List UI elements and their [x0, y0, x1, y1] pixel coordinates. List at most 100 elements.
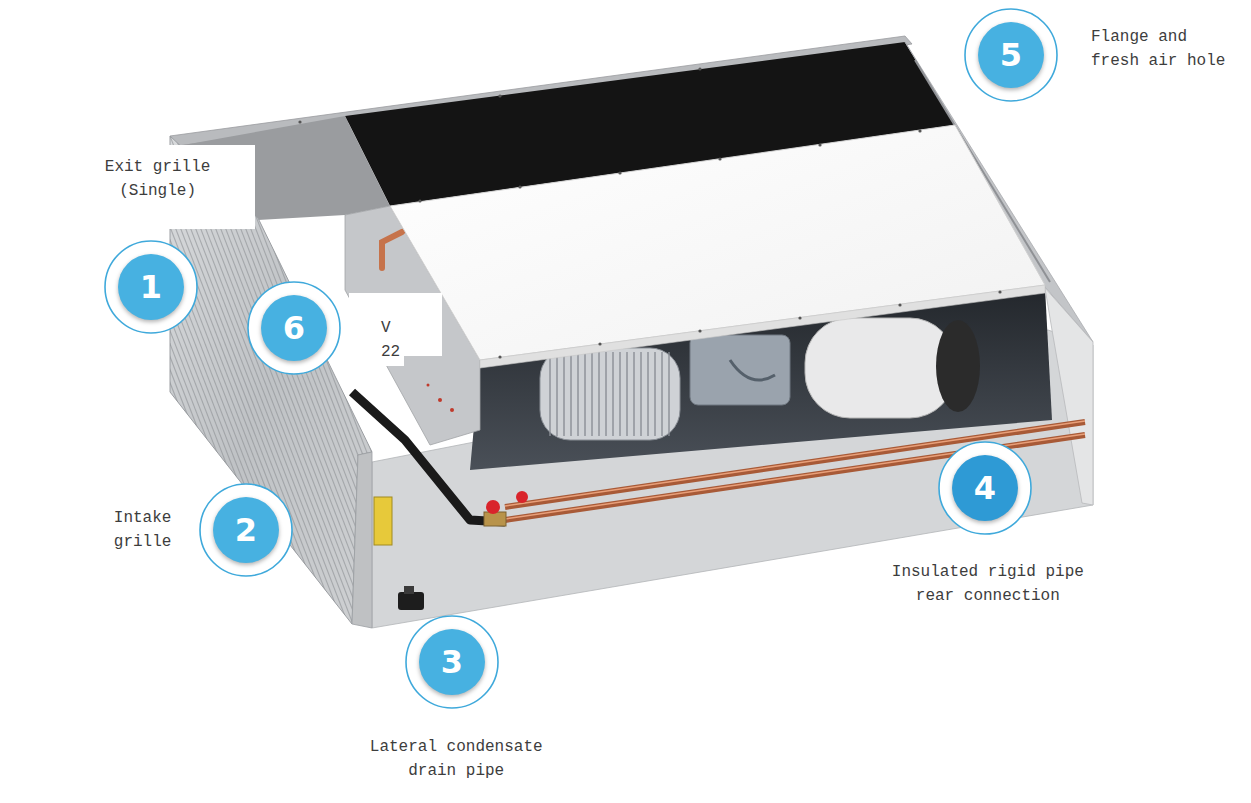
screw: [298, 120, 301, 123]
grille-louver: [0, 0, 531, 803]
grille-louver: [0, 0, 556, 803]
valve-handle: [516, 491, 528, 503]
screw: [698, 329, 701, 332]
grille-louver: [132, 0, 696, 803]
grille-louver: [0, 0, 476, 803]
grille-louver: [52, 0, 616, 803]
fan-blade: [598, 352, 599, 436]
part-label: Insulated rigid pipe rear connection: [887, 560, 1089, 608]
fan-blade: [633, 352, 634, 436]
valve-handle: [486, 500, 500, 514]
grille-louver: [0, 0, 401, 803]
screw: [418, 199, 421, 202]
drain-pipe: [398, 592, 424, 610]
grille-louver: [272, 0, 836, 803]
grille-louver: [137, 0, 701, 803]
grille-louver: [252, 0, 816, 803]
fan-blade: [549, 352, 550, 436]
grille-louver: [0, 0, 381, 803]
grille-louver: [97, 0, 661, 803]
grille-louver: [227, 0, 791, 803]
part-label: Flange and fresh air hole: [1091, 25, 1225, 73]
screw: [798, 316, 801, 319]
grille-louver: [0, 0, 351, 803]
grille-louver: [162, 0, 726, 803]
screw: [818, 143, 821, 146]
grille-louver: [0, 0, 526, 803]
grille-louver: [237, 0, 801, 803]
grille-louver: [0, 0, 371, 803]
grille-louver: [212, 0, 776, 803]
grille-louver: [72, 0, 636, 803]
grille-louver: [0, 0, 386, 803]
callout-number: 3: [404, 614, 500, 710]
grille-louver: [127, 0, 691, 803]
screw: [518, 185, 521, 188]
fan-blade: [556, 352, 557, 436]
coil-pipe: [382, 232, 402, 268]
screw: [998, 290, 1001, 293]
grille-louver: [217, 0, 781, 803]
screw: [898, 303, 901, 306]
fan-blade: [661, 352, 662, 436]
screw: [718, 157, 721, 160]
grille-louver: [82, 0, 646, 803]
callout-marker: 1Exit grille (Single): [103, 239, 199, 335]
intake-grille: [352, 452, 372, 628]
fan-blade: [605, 352, 606, 436]
fan-blade: [626, 352, 627, 436]
callout-marker: 5Flange and fresh air hole: [963, 7, 1059, 103]
fan-blade: [654, 352, 655, 436]
grille-louver: [182, 0, 746, 803]
cover-edge: [480, 285, 1045, 368]
grille-louver: [67, 0, 631, 803]
grille-louver: [17, 0, 581, 803]
fan-motor: [690, 335, 790, 405]
grille-louver: [0, 0, 541, 803]
grille-louver: [167, 0, 731, 803]
grille-louver: [42, 0, 606, 803]
grille-louver: [0, 0, 536, 803]
grille-louver: [0, 0, 551, 803]
grille-louver: [62, 0, 626, 803]
fan-blade: [577, 352, 578, 436]
grille-louver: [0, 0, 511, 803]
callout-marker: 2Intake grille: [198, 482, 294, 578]
grille-louver: [77, 0, 641, 803]
grille-louver: [0, 0, 481, 803]
grille-louver: [0, 0, 366, 803]
part-label: Exit grille (Single): [96, 153, 219, 205]
fan-blade: [668, 352, 669, 436]
screw: [598, 342, 601, 345]
grille-louver: [57, 0, 621, 803]
grille-louver: [112, 0, 676, 803]
grille-louver: [122, 0, 686, 803]
grille-louver: [157, 0, 721, 803]
fan-blade: [584, 352, 585, 436]
top-cover: [390, 125, 1045, 360]
grille-louver: [172, 0, 736, 803]
screw: [498, 355, 501, 358]
part-label: Intake grille: [109, 506, 176, 554]
grille-louver: [0, 0, 406, 803]
fan-blade: [647, 352, 648, 436]
callout-number: 6: [246, 280, 342, 376]
screw: [918, 129, 921, 132]
callout-marker: 6V 22: [246, 280, 342, 376]
grille-louver: [0, 0, 446, 803]
grille-louver: [92, 0, 656, 803]
electrical-box: [374, 497, 392, 545]
grille-louver: [222, 0, 786, 803]
grille-louver: [107, 0, 671, 803]
screw: [698, 67, 701, 70]
grille-louver: [87, 0, 651, 803]
grille-louver: [0, 0, 471, 803]
grille-louver: [277, 0, 841, 803]
grille-louver: [27, 0, 591, 803]
grille-louver: [0, 0, 436, 803]
grille-louver: [232, 0, 796, 803]
grille-louver: [0, 0, 546, 803]
grille-louver: [0, 0, 451, 803]
grille-louver: [177, 0, 741, 803]
